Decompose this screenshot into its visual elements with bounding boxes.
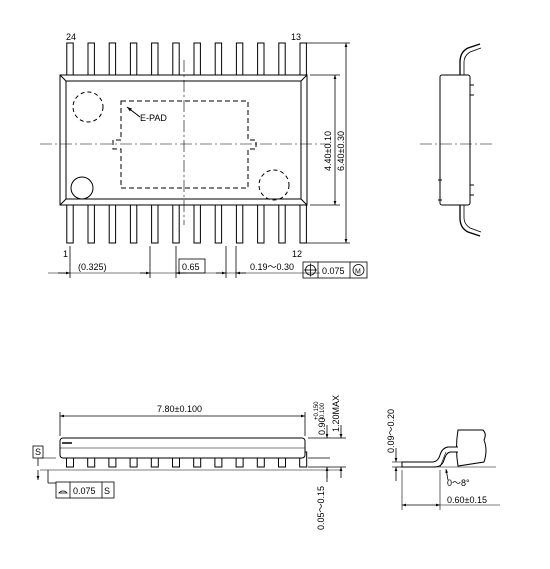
bottom-lead bbox=[129, 204, 138, 244]
bottom-lead bbox=[214, 204, 223, 244]
lead-detail-labels: 0.09～0.20 0～8° 0.60±0.15 bbox=[386, 409, 487, 505]
bottom-leads bbox=[66, 204, 307, 244]
front-view bbox=[40, 437, 340, 471]
top-lead bbox=[235, 42, 244, 76]
top-lead bbox=[172, 42, 180, 76]
pin-1-label: 1 bbox=[63, 249, 68, 259]
side-view bbox=[420, 43, 495, 237]
bottom-lead bbox=[66, 204, 74, 244]
lead-detail bbox=[392, 429, 500, 510]
dim-lead-thickness: 0.09～0.20 bbox=[386, 409, 396, 453]
package-body-outer bbox=[59, 74, 308, 206]
top-lead bbox=[87, 42, 95, 76]
pin-24-label: 24 bbox=[66, 32, 76, 42]
top-lead bbox=[108, 42, 117, 76]
pitch-box bbox=[178, 258, 206, 274]
dim-height-tol-minus: -0.100 bbox=[320, 402, 326, 420]
dim-0325: (0.325) bbox=[78, 262, 107, 272]
top-view-width-labels: 4.40±0.10 6.40±0.30 bbox=[323, 131, 346, 171]
flatness-tolerance-frame bbox=[55, 481, 115, 499]
dim-angle: 0～8° bbox=[447, 478, 470, 488]
bottom-lead bbox=[108, 204, 117, 244]
flatness-datum: S bbox=[104, 486, 110, 496]
position-tolerance-frame bbox=[302, 261, 368, 279]
top-view-pitch-labels: (0.325) 0.65 0.19～0.30 0.075 M bbox=[78, 262, 361, 276]
top-lead bbox=[129, 42, 138, 76]
ejector-mark-dashed-bottom-right bbox=[258, 169, 290, 201]
epad-outline bbox=[112, 100, 257, 189]
package-body-inner bbox=[65, 80, 302, 200]
dim-total-width: 6.40±0.30 bbox=[336, 131, 346, 171]
top-lead bbox=[257, 42, 265, 76]
top-lead bbox=[299, 42, 307, 76]
bottom-lead bbox=[172, 204, 180, 244]
epad-label: E-PAD bbox=[140, 113, 167, 123]
bottom-lead bbox=[235, 204, 244, 244]
detail-body-section bbox=[456, 429, 487, 467]
bottom-lead bbox=[87, 204, 95, 244]
dim-body-width: 4.40±0.10 bbox=[323, 131, 333, 171]
top-leads bbox=[66, 42, 307, 76]
top-lead bbox=[193, 42, 201, 76]
side-body bbox=[439, 74, 471, 206]
ejector-mark-dashed-top-left bbox=[72, 91, 104, 123]
dim-max-height: 1.20MAX bbox=[331, 395, 341, 432]
dim-pitch: 0.65 bbox=[182, 262, 200, 272]
tol-position-value: 0.075 bbox=[322, 266, 345, 276]
dim-foot-length: 0.60±0.15 bbox=[447, 495, 487, 505]
bottom-lead bbox=[278, 204, 286, 244]
top-lead bbox=[214, 42, 223, 76]
dim-lead-width: 0.19～0.30 bbox=[250, 262, 294, 272]
flatness-value: 0.075 bbox=[73, 486, 96, 496]
dim-height-tol-plus: +0.150 bbox=[314, 401, 320, 420]
dim-height-nom: 0.90 bbox=[317, 417, 327, 435]
pin-12-label: 12 bbox=[292, 249, 302, 259]
top-view-labels: 24 13 1 12 E-PAD bbox=[63, 32, 302, 259]
datum-s-label: S bbox=[35, 447, 41, 457]
top-lead bbox=[278, 42, 286, 76]
dim-length: 7.80±0.100 bbox=[157, 404, 202, 414]
top-lead bbox=[66, 42, 74, 76]
dim-standoff: 0.05～0.15 bbox=[316, 486, 326, 530]
pin1-marker bbox=[70, 176, 94, 200]
front-view-labels: 7.80±0.100 0.90 +0.150 -0.100 1.20MAX 0.… bbox=[35, 395, 341, 530]
pin-13-label: 13 bbox=[291, 32, 301, 42]
top-view-width-dims bbox=[300, 42, 350, 244]
bottom-lead bbox=[193, 204, 201, 244]
front-view-dims bbox=[32, 412, 346, 499]
top-view bbox=[40, 42, 330, 244]
tol-modifier: M bbox=[355, 269, 361, 276]
bottom-lead bbox=[257, 204, 265, 244]
top-view-pitch-dims bbox=[48, 246, 368, 279]
bottom-lead bbox=[299, 204, 307, 244]
bottom-lead bbox=[151, 204, 159, 244]
detail-lead bbox=[401, 446, 458, 468]
top-lead bbox=[151, 42, 159, 76]
